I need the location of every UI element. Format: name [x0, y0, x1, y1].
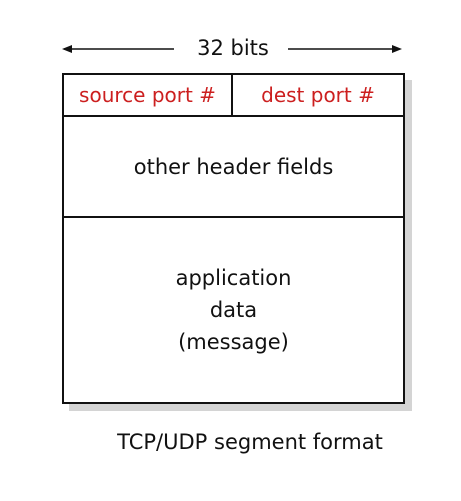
other-header-fields: other header fields — [64, 117, 403, 218]
left-arrow-head-icon — [62, 45, 72, 53]
diagram-caption: TCP/UDP segment format — [117, 430, 383, 454]
data-line-3: (message) — [178, 330, 289, 354]
width-arrows — [62, 45, 402, 53]
segment-box: source port # dest port # other header f… — [62, 73, 405, 404]
right-arrow-head-icon — [392, 45, 402, 53]
application-data-field: application data (message) — [64, 218, 403, 402]
data-line-1: application — [175, 266, 292, 290]
data-line-2: data — [209, 298, 258, 322]
source-port-field: source port # — [64, 75, 233, 115]
ports-row: source port # dest port # — [64, 75, 403, 117]
dest-port-field: dest port # — [261, 83, 375, 107]
width-indicator: 32 bits — [60, 34, 406, 64]
width-label: 32 bits — [197, 36, 269, 60]
